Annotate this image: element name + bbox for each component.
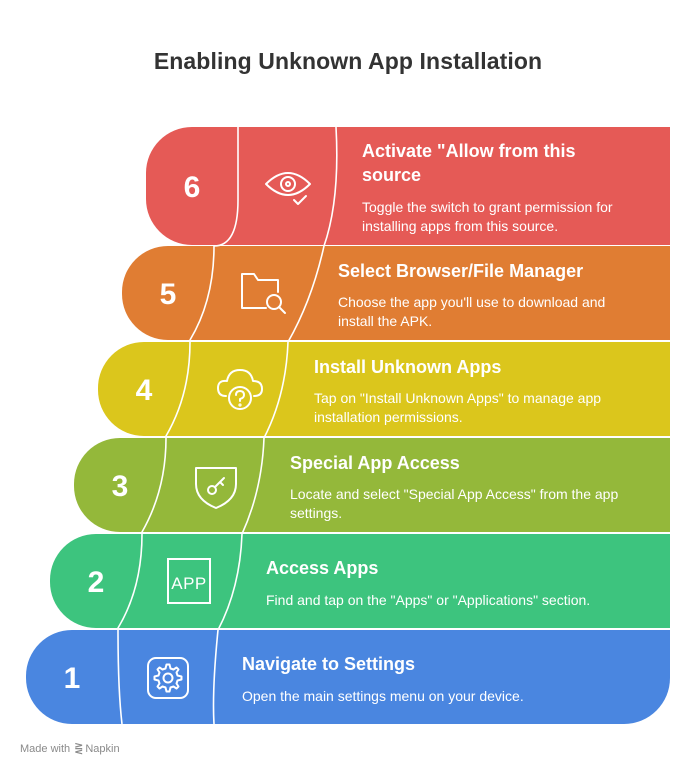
- cloud-question-icon: [217, 369, 263, 410]
- footer-brand: Napkin: [85, 743, 120, 755]
- step-3-number: 3: [111, 470, 129, 503]
- footer-attribution: Made with⋛Napkin: [20, 742, 120, 755]
- step-6-number: 6: [183, 171, 201, 204]
- step-4-band: [98, 342, 670, 436]
- step-3-desc-line1: Locate and select "Special App Access" f…: [290, 486, 619, 502]
- step-4-heading: Install Unknown Apps: [314, 357, 502, 377]
- step-6-heading-line1: Activate "Allow from this: [362, 141, 576, 161]
- app-icon: APP: [167, 558, 211, 604]
- step-6-band: [146, 127, 670, 245]
- step-1-heading: Navigate to Settings: [242, 654, 416, 674]
- step-3-desc-line2: settings.: [290, 505, 343, 521]
- step-1-band: [26, 630, 670, 724]
- step-2-number: 2: [87, 566, 105, 599]
- step-6-description: Toggle the switch to grant permission fo…: [362, 198, 613, 236]
- step-5-desc-line2: install the APK.: [338, 313, 433, 329]
- step-1-number: 1: [63, 662, 81, 695]
- step-6-heading: Activate "Allow from this source: [362, 139, 576, 187]
- folder-search-icon: [241, 273, 286, 314]
- gear-icon: [147, 657, 189, 699]
- page-title: Enabling Unknown App Installation: [153, 48, 543, 74]
- step-3-description: Locate and select "Special App Access" f…: [290, 485, 618, 523]
- step-5-number: 5: [159, 278, 177, 311]
- step-3-band: [74, 438, 670, 532]
- step-2-band: [50, 534, 670, 628]
- step-1-description: Open the main settings menu on your devi…: [242, 688, 524, 704]
- step-5-heading: Select Browser/File Manager: [338, 261, 584, 281]
- step-6-desc-line2: installing apps from this source.: [362, 218, 559, 234]
- step-4-desc-line1: Tap on "Install Unknown Apps" to manage …: [314, 390, 602, 406]
- shield-key-icon: [195, 467, 237, 509]
- step-4-number: 4: [135, 374, 153, 407]
- step-3-heading: Special App Access: [290, 453, 460, 473]
- step-4-desc-line2: installation permissions.: [314, 409, 463, 425]
- step-6-desc-line1: Toggle the switch to grant permission fo…: [362, 199, 613, 215]
- napkin-logo-icon: ⋛: [74, 743, 84, 755]
- eye-check-icon: [265, 172, 311, 205]
- step-2-description: Find and tap on the "Apps" or "Applicati…: [266, 592, 591, 608]
- step-5-desc-line1: Choose the app you'll use to download an…: [338, 294, 606, 310]
- step-6-heading-line2: source: [362, 165, 422, 185]
- step-4-description: Tap on "Install Unknown Apps" to manage …: [314, 389, 601, 427]
- step-5-description: Choose the app you'll use to download an…: [338, 293, 605, 331]
- step-2-heading: Access Apps: [266, 558, 379, 578]
- footer-prefix: Made with: [20, 743, 71, 755]
- app-icon-text: APP: [171, 574, 207, 593]
